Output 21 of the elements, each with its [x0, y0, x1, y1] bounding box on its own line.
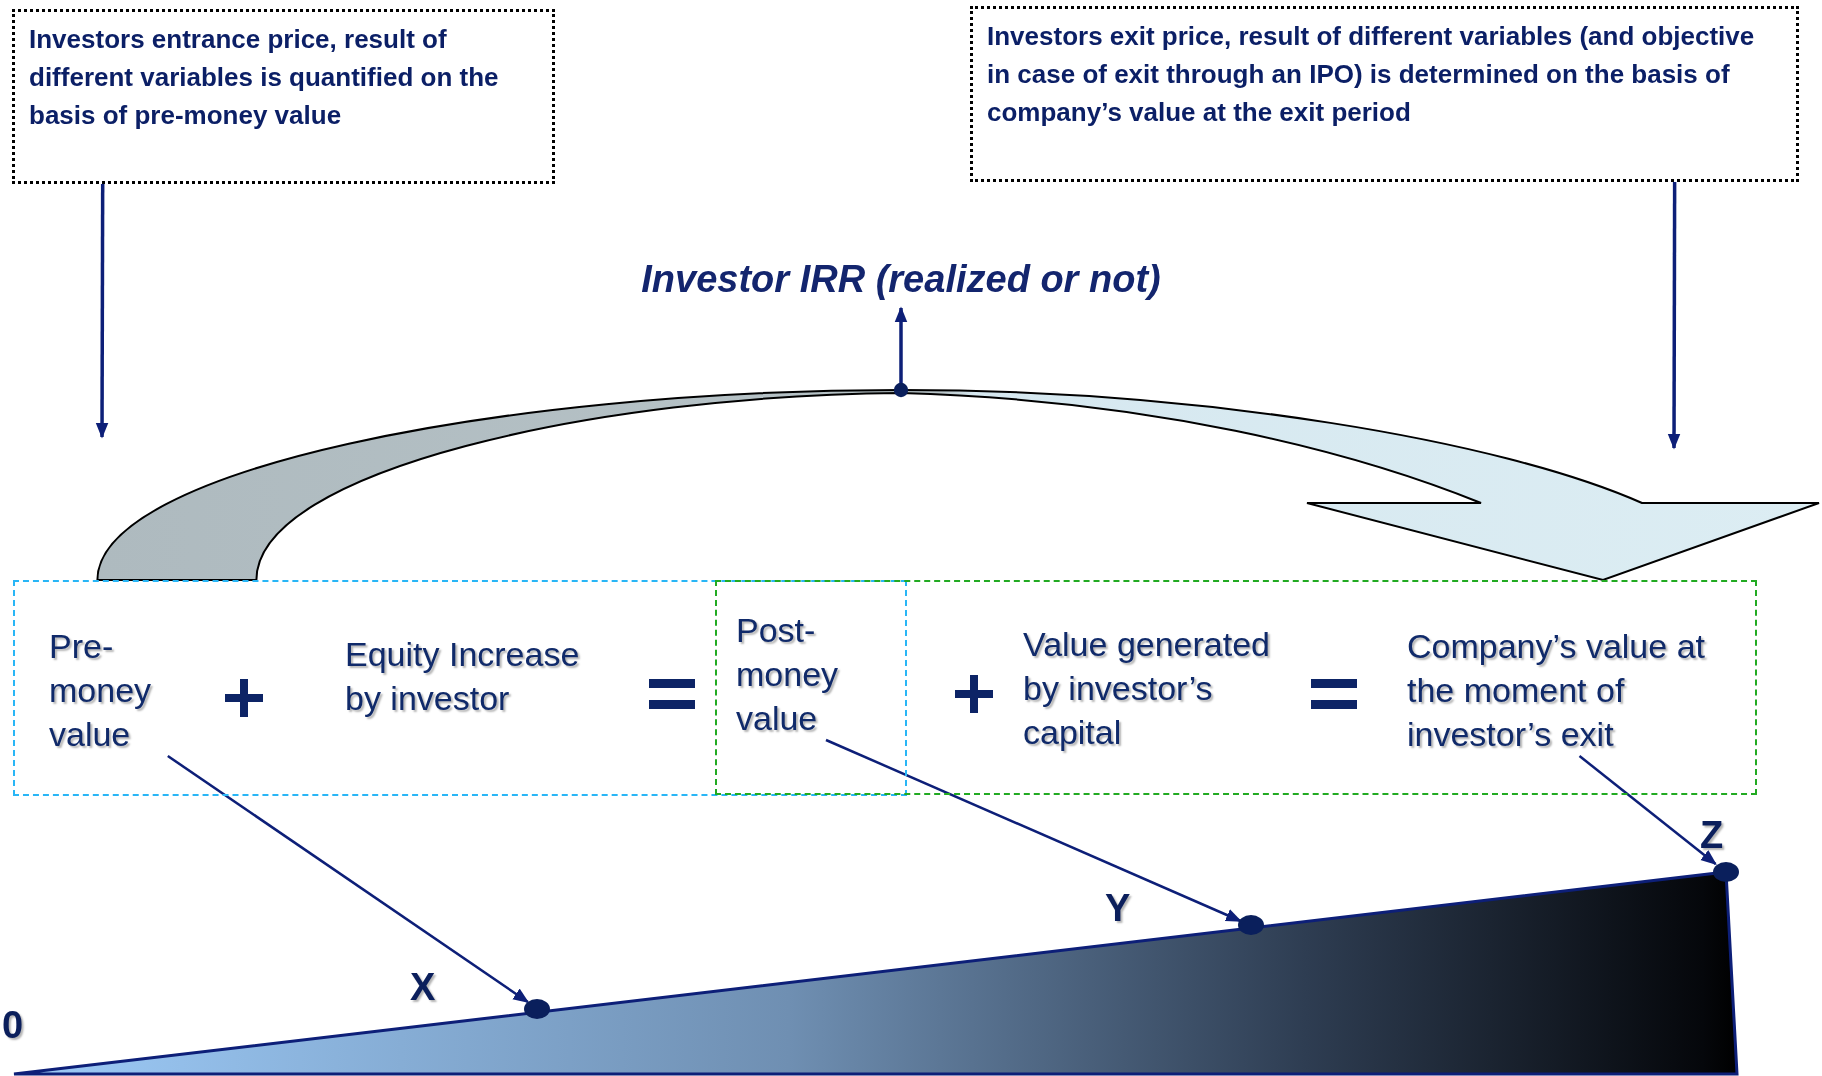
arrow	[1667, 182, 1681, 450]
arrow	[95, 184, 109, 439]
term-text: Equity Increase by investor	[345, 632, 595, 720]
point-marker	[524, 999, 550, 1019]
point-label: Y	[1105, 887, 1131, 930]
point-marker	[1713, 862, 1739, 882]
heading-text: Investor IRR (realized or not)	[556, 258, 1246, 308]
point-label: X	[410, 966, 436, 1009]
curved-block-arrow	[96, 389, 1820, 581]
term-text: Post-money value	[736, 608, 886, 740]
leader-arrow	[167, 754, 530, 1004]
leader-arrow	[1578, 755, 1717, 865]
point-marker	[1238, 915, 1264, 935]
axis-origin-label: 0	[2, 1004, 24, 1047]
arrow	[893, 306, 909, 398]
note-box: Investors exit price, result of different variables (and objective in case of exit through an IPO) is determined on the basis of company’s value at the exit period	[970, 6, 1799, 182]
term-text: Company’s value at the moment of investor’s exit	[1407, 624, 1752, 756]
point-label: Z	[1700, 814, 1724, 857]
term-text: Pre-money value	[49, 624, 184, 756]
term-text: Value generated by investor’s capital	[1023, 622, 1313, 754]
note-box: Investors entrance price, result of different variables is quantified on the basis of pre-money value	[12, 9, 555, 184]
